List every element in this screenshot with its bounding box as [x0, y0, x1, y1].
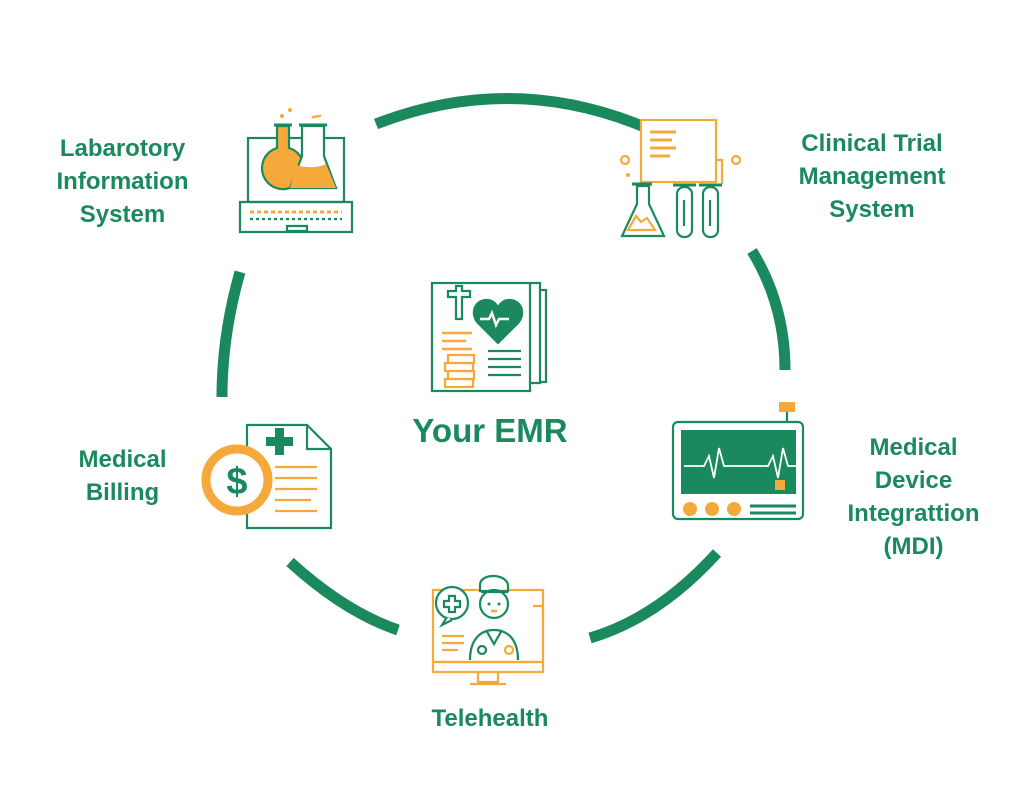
connection-ring — [216, 93, 791, 644]
ring-arc-top — [374, 93, 645, 132]
medical-bill-dollar-icon: $ — [201, 423, 333, 530]
medical-record-icon — [430, 281, 548, 393]
node-label-telehealth: Telehealth — [400, 702, 580, 735]
clipboard-test-tubes-icon — [619, 118, 742, 239]
label-line: System — [79, 201, 166, 228]
label-line: Information — [56, 168, 189, 195]
label-line: Medical — [869, 434, 958, 461]
ring-arc-bottom-right — [588, 549, 722, 644]
ring-arc-right — [747, 248, 791, 371]
node-label-billing: Medical Billing — [50, 443, 195, 509]
ring-arc-bottom-left — [286, 557, 400, 636]
label-line: Integrattion — [847, 500, 980, 527]
label-line: System — [829, 196, 915, 223]
node-label-mdi: Medical Device Integrattion (MDI) — [826, 431, 1001, 563]
node-label-laboratory: Labarotory Information System — [30, 132, 215, 231]
label-line: Billing — [85, 479, 160, 506]
node-label-clinical-trial: Clinical Trial Management System — [772, 127, 972, 226]
label-line: (MDI) — [883, 533, 944, 560]
doctor-video-call-icon — [431, 574, 545, 686]
svg-text:$: $ — [226, 461, 247, 503]
label-line: Device — [874, 467, 953, 494]
heart-monitor-icon — [671, 402, 805, 521]
label-line: Management — [798, 163, 946, 190]
laptop-flasks-icon — [238, 108, 354, 234]
center-title: Your EMR — [412, 412, 568, 449]
label-line: Medical — [78, 446, 167, 473]
ring-arc-left — [216, 270, 246, 398]
label-line: Telehealth — [431, 705, 549, 732]
label-line: Clinical Trial — [801, 130, 943, 157]
label-line: Labarotory — [59, 135, 186, 162]
